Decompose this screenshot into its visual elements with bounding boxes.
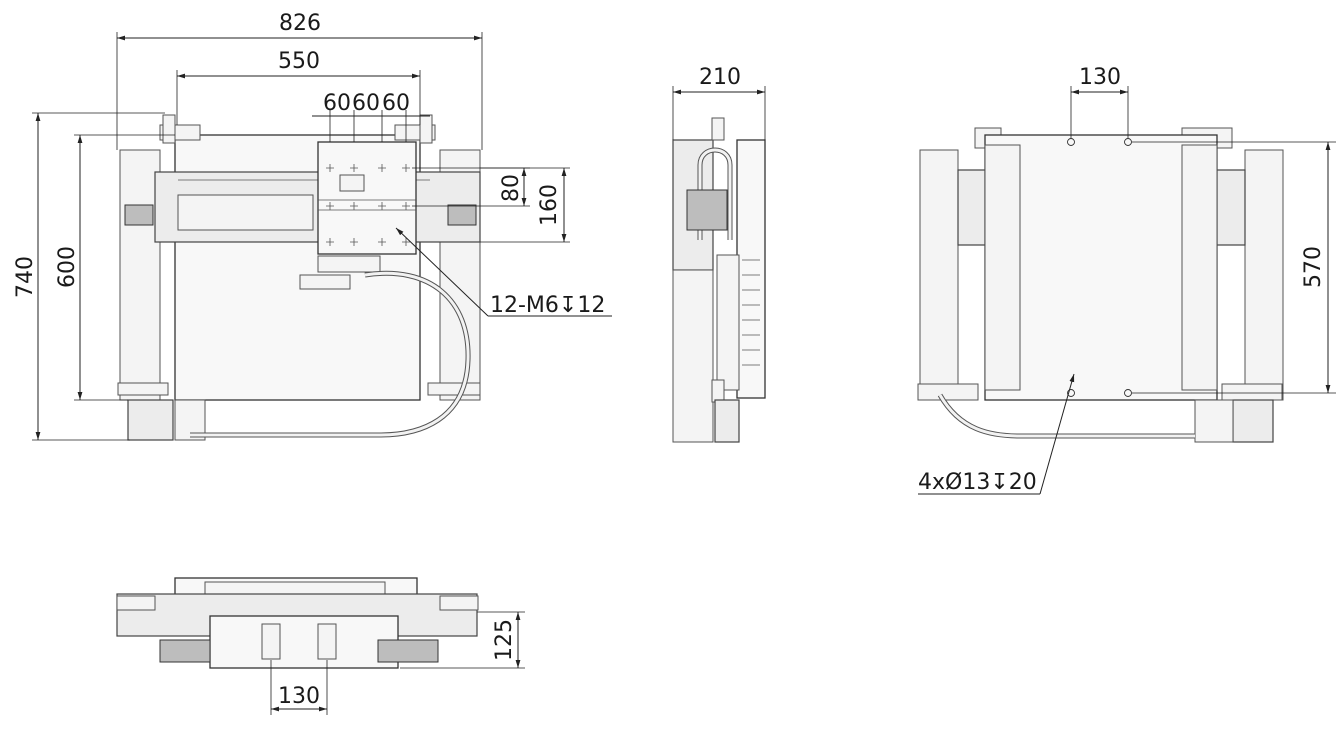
valve	[299, 274, 351, 290]
dim-side-height: 210	[699, 65, 741, 90]
rear-view: 130 570 4xØ13↧20	[917, 65, 1336, 495]
callout-tapped-holes: 12-M6↧12	[490, 293, 605, 318]
fitting	[419, 114, 433, 144]
bottom-end	[116, 595, 156, 611]
side-sensor-block	[686, 189, 728, 231]
bottom-foot-left	[261, 623, 281, 660]
dim-hole-pitch-2: 60	[352, 91, 380, 116]
foot-left	[127, 399, 174, 441]
bottom-view: 130 125	[116, 577, 525, 715]
sensor-left	[124, 204, 154, 226]
bottom-block-left	[159, 639, 211, 663]
dim-hole-pitch-1: 60	[323, 91, 351, 116]
bottom-end	[439, 595, 479, 611]
rear-plate	[984, 134, 1218, 401]
rear-plate-edge	[1181, 144, 1218, 391]
rear-plate-edge	[984, 144, 1021, 391]
carriage-label-plate	[339, 174, 365, 192]
bottom-base	[209, 615, 399, 669]
dim-hole-row-pitch: 80	[499, 174, 524, 202]
dim-bottom-foot-spacing: 130	[278, 684, 320, 709]
callout-mount-holes: 4xØ13↧20	[918, 470, 1037, 495]
rear-foot	[1232, 399, 1274, 443]
dim-overall-depth: 740	[13, 256, 38, 298]
dim-table-width: 550	[278, 49, 320, 74]
rear-foot-bracket	[1194, 399, 1234, 443]
dim-hole-pitch-3: 60	[382, 91, 410, 116]
front-view: 826 550 60 60 60 80 160 740 600	[13, 11, 612, 441]
carriage-tapped-holes	[326, 164, 410, 246]
rear-rail-right	[1244, 149, 1284, 401]
fitting	[162, 114, 176, 144]
rail-end	[427, 382, 481, 396]
carriage	[317, 141, 417, 255]
side-column-lower	[672, 269, 714, 443]
dim-rear-hole-spacing-x: 130	[1079, 65, 1121, 90]
dim-carriage-depth: 160	[537, 184, 562, 226]
rear-rail-end	[917, 383, 979, 401]
dim-frame-depth: 600	[55, 246, 80, 288]
bottom-block-right	[377, 639, 439, 663]
sensor-right	[447, 204, 477, 226]
side-plate	[736, 139, 766, 399]
motor-block	[317, 255, 381, 273]
rear-rail-end	[1221, 383, 1283, 401]
side-view: 210	[672, 65, 766, 443]
bottom-foot-right	[317, 623, 337, 660]
side-foot	[714, 399, 740, 443]
rail-end	[117, 382, 169, 396]
left-rail	[119, 149, 161, 401]
side-rail	[716, 254, 740, 391]
beam-window	[177, 194, 314, 231]
side-fitting	[711, 117, 725, 141]
rear-rail-left	[919, 149, 959, 401]
rear-block-left	[957, 169, 989, 246]
dim-overall-width: 826	[279, 11, 321, 36]
side-fitting	[711, 379, 725, 403]
rear-block-right	[1214, 169, 1246, 246]
dim-bottom-height: 125	[492, 619, 517, 661]
dim-rear-hole-spacing-y: 570	[1301, 246, 1326, 288]
rear-mount-holes	[1067, 138, 1132, 397]
